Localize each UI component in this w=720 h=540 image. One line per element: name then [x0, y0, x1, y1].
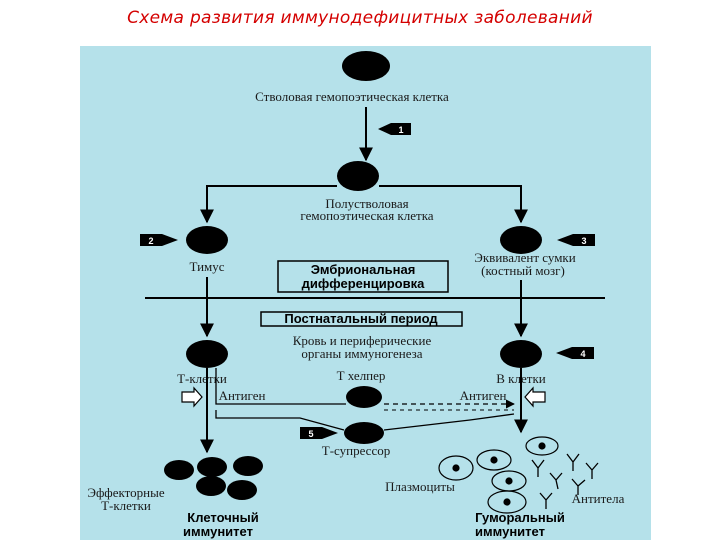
semistem-cell	[337, 161, 379, 191]
svg-text:4: 4	[580, 349, 585, 359]
thymus-label: Тимус	[189, 259, 224, 274]
thymus-cell	[186, 226, 228, 254]
bursa-cell	[500, 226, 542, 254]
antigen-right-label: Антиген	[460, 388, 507, 403]
diagram-title: Схема развития иммунодефицитных заболева…	[127, 8, 593, 28]
antibodies-label: Антитела	[572, 491, 625, 506]
branch-right	[379, 185, 528, 224]
postnatal-box	[260, 311, 463, 327]
embryonic-label-2: дифференцировка	[302, 276, 425, 291]
postnatal-label: Постнатальный период	[284, 311, 438, 326]
plasmocytes-cluster	[438, 436, 559, 514]
semistem-label-2: гемопоэтическая клетка	[300, 208, 433, 223]
svg-text:3: 3	[581, 236, 586, 246]
thelper-label: Т хелпер	[337, 368, 386, 383]
badge-3: 3	[557, 234, 595, 246]
thelper-cell	[346, 386, 382, 408]
effector-label-1: Эффекторные	[87, 485, 164, 500]
bursa-label-1: Эквивалент сумки	[474, 250, 575, 265]
embryonic-label-1: Эмбриональная	[311, 262, 416, 277]
antigen-left-arrow	[181, 386, 203, 408]
humoral-immunity-label-2: иммунитет	[475, 524, 545, 539]
tcells-cell	[186, 340, 228, 368]
bursa-label-2: (костный мозг)	[481, 263, 565, 278]
branch-left	[200, 185, 337, 224]
tsuppressor-link-right	[383, 413, 515, 431]
bcells-cell	[500, 340, 542, 368]
svg-text:1: 1	[398, 125, 403, 135]
plasmocytes-label: Плазмоциты	[385, 479, 455, 494]
cellular-immunity-label-1: Клеточный	[187, 510, 258, 525]
antigen-right-arrow	[524, 386, 546, 408]
tsuppressor-label: Т-супрессор	[322, 443, 390, 458]
antigen-left-label: Антиген	[219, 388, 266, 403]
humoral-immunity-label-1: Гуморальный	[475, 510, 565, 525]
semistem-label-1: Полустволовая	[325, 196, 408, 211]
tcells-to-thelper-line	[215, 368, 346, 405]
svg-text:2: 2	[148, 236, 153, 246]
tsuppressor-cell	[344, 422, 384, 444]
antibodies-cluster	[531, 453, 599, 509]
blood-label-2: органы иммуногенеза	[301, 346, 422, 361]
badge-2: 2	[140, 234, 178, 246]
stem-cell-label: Стволовая гемопоэтическая клетка	[255, 89, 449, 104]
effector-cells-cluster	[164, 456, 263, 500]
svg-text:5: 5	[308, 429, 313, 439]
badge-1: 1	[378, 123, 411, 135]
effector-label-2: Т-клетки	[101, 498, 151, 513]
cellular-immunity-label-2: иммунитет	[183, 524, 253, 539]
tsuppressor-link-left	[215, 410, 345, 431]
tcells-label: Т-клетки	[177, 371, 227, 386]
embryonic-box	[277, 260, 449, 293]
blood-label-1: Кровь и периферические	[293, 333, 432, 348]
badge-5: 5	[300, 427, 338, 439]
stem-cell	[342, 51, 390, 81]
badge-4: 4	[556, 347, 594, 359]
